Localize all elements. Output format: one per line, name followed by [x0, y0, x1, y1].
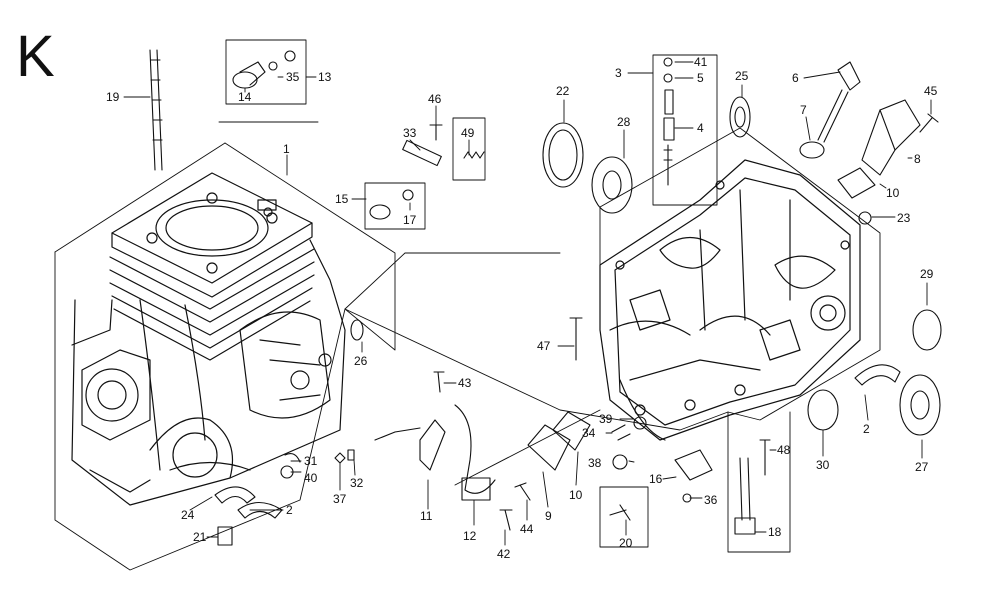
- cylinder-block-drawing: [71, 172, 346, 506]
- callout-10b: 10: [569, 488, 583, 502]
- callout-12: 12: [463, 529, 477, 543]
- callout-16: 16: [649, 472, 663, 486]
- callout-10a: 10: [886, 186, 900, 200]
- callout-13: 13: [318, 70, 332, 84]
- cylinder-block-frame: [54, 142, 396, 571]
- callout-29: 29: [920, 267, 934, 281]
- callout-18: 18: [768, 525, 782, 539]
- callout-31: 31: [304, 454, 318, 468]
- section-letter: K: [16, 24, 55, 89]
- callout-2-left: 2: [286, 503, 293, 517]
- callout-27: 27: [915, 460, 929, 474]
- callout-5: 5: [697, 71, 704, 85]
- callout-30: 30: [816, 458, 830, 472]
- callout-42: 42: [497, 547, 511, 561]
- callout-47: 47: [537, 339, 551, 353]
- callout-32: 32: [350, 476, 364, 490]
- callout-15: 15: [335, 192, 349, 206]
- callout-39: 39: [599, 412, 613, 426]
- callout-25: 25: [735, 69, 749, 83]
- callout-43: 43: [458, 376, 472, 390]
- callout-4: 4: [697, 121, 704, 135]
- callout-33: 33: [403, 126, 417, 140]
- callout-35: 35: [286, 70, 300, 84]
- callout-7: 7: [800, 103, 807, 117]
- callout-21: 21: [193, 530, 207, 544]
- callout-8: 8: [914, 152, 921, 166]
- callout-46: 46: [428, 92, 442, 106]
- small-parts: [149, 49, 942, 546]
- callout-6: 6: [792, 71, 799, 85]
- callout-14: 14: [238, 90, 252, 104]
- callout-36: 36: [704, 493, 718, 507]
- callout-28a: 28: [617, 115, 631, 129]
- callout-9: 9: [545, 509, 552, 523]
- callout-2-right: 2: [863, 422, 870, 436]
- callout-41: 41: [694, 55, 708, 69]
- callout-34: 34: [582, 426, 596, 440]
- callout-20: 20: [619, 536, 633, 550]
- callout-45: 45: [924, 84, 938, 98]
- callout-17: 17: [403, 213, 417, 227]
- callout-40: 40: [304, 471, 318, 485]
- callout-38: 38: [588, 456, 602, 470]
- subassembly-boxes: [218, 39, 791, 553]
- callout-23: 23: [897, 211, 911, 225]
- callout-1: 1: [283, 142, 290, 156]
- leader-lines: [123, 61, 932, 546]
- callout-48: 48: [777, 443, 791, 457]
- callout-49: 49: [461, 126, 475, 140]
- crankcase-drawing: [599, 159, 861, 441]
- callout-44: 44: [520, 522, 534, 536]
- callout-3: 3: [615, 66, 622, 80]
- callout-11: 11: [420, 509, 433, 523]
- callout-24: 24: [181, 508, 195, 522]
- callout-26: 26: [354, 354, 368, 368]
- callout-37: 37: [333, 492, 347, 506]
- callout-19: 19: [106, 90, 120, 104]
- callout-22: 22: [556, 84, 570, 98]
